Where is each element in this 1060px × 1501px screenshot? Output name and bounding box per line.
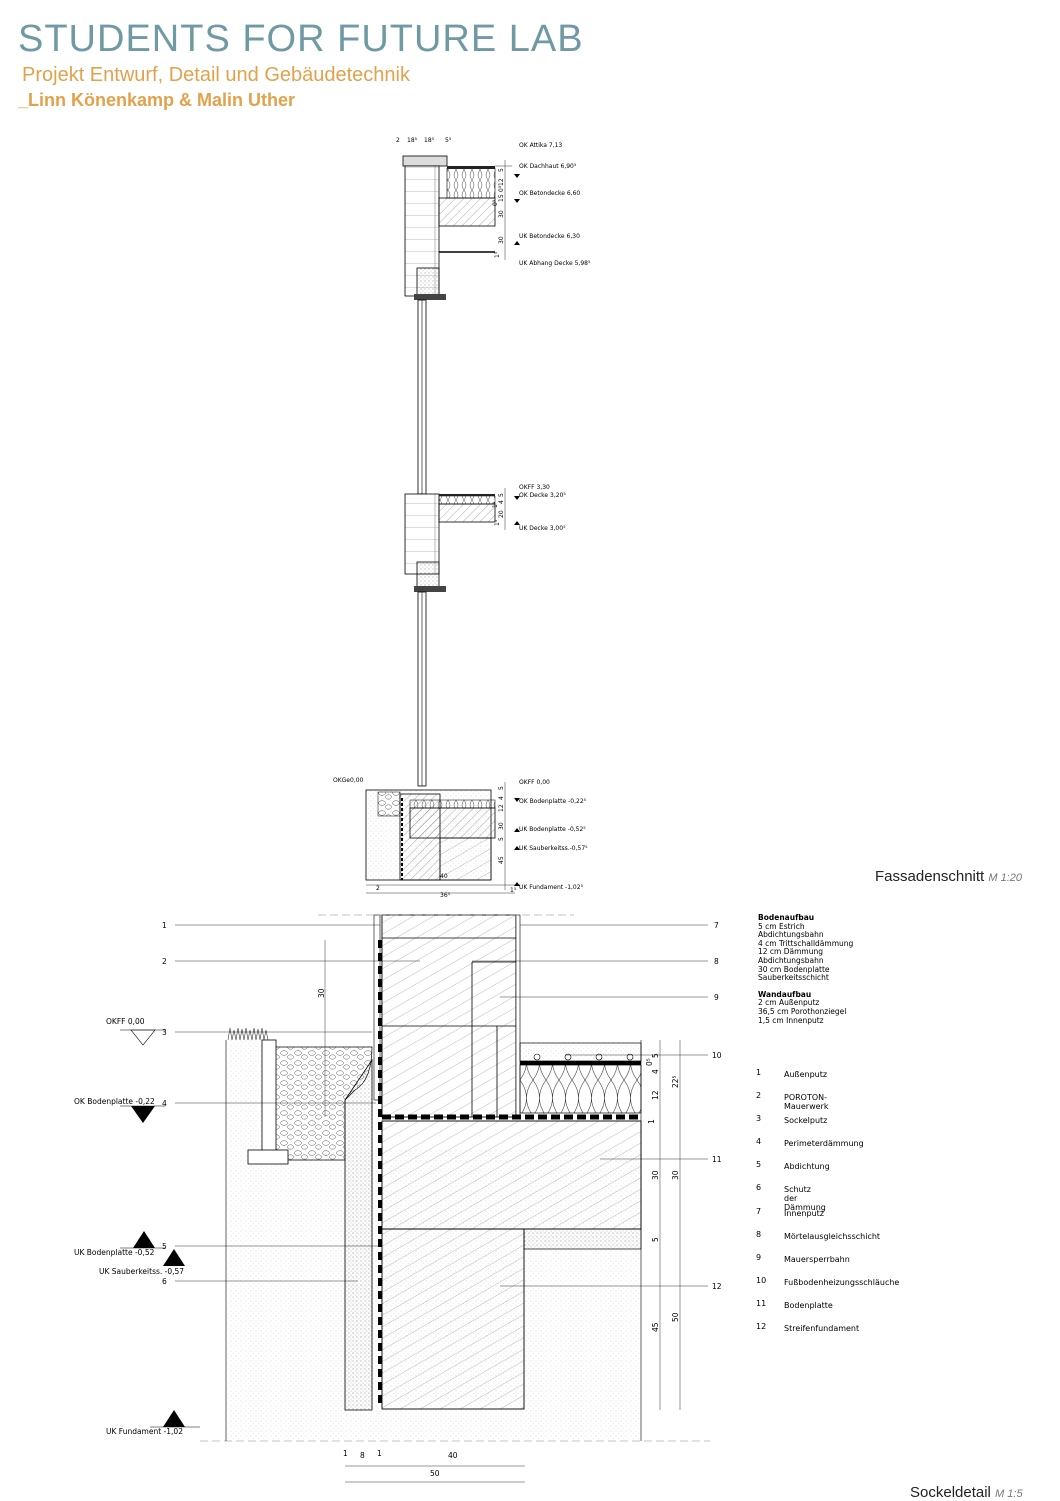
bottom-dim-1b: 1 (377, 1449, 382, 1458)
facade-section (365, 155, 520, 894)
level-uk-abhang-decke: UK Abhang Decke 5,98⁵ (519, 260, 591, 267)
socle-detail (120, 914, 710, 1483)
mid-dim-4: 4 (498, 500, 505, 504)
build-up-notes: Bodenaufbau 5 cm Estrich Abdichtungsbahn… (758, 913, 854, 1025)
dim-225: 22⁵ (671, 1075, 680, 1088)
roof-dim-15: 15 (498, 194, 505, 202)
dim-5-inner: 5 (651, 1237, 660, 1242)
bottom-dim-8: 8 (360, 1451, 365, 1460)
top-dim-3: 18⁵ (424, 137, 435, 144)
page-title: STUDENTS FOR FUTURE LAB (18, 18, 584, 60)
dim-12: 12 (651, 1090, 660, 1100)
level-uk-betondecke: UK Betondecke 6,30 (519, 233, 580, 240)
top-dim-1: 2 (396, 137, 400, 144)
page-subtitle: Projekt Entwurf, Detail und Gebäudetechn… (22, 64, 410, 86)
level-uk-bodenplatte: UK Bodenplatte -0,52⁵ (519, 826, 586, 833)
bodenaufbau-line: 5 cm Estrich (758, 921, 805, 931)
dim-4: 4 (651, 1069, 660, 1074)
authors: _Linn Könenkamp & Malin Uther (18, 90, 296, 110)
bodenaufbau-line: Abdichtungsbahn (758, 955, 824, 965)
mid-dim-5: 5 (498, 493, 505, 497)
dim-30-outer: 30 (671, 1170, 680, 1180)
callout-10: 10 (712, 1051, 722, 1060)
roof-dim-30a: 30 (498, 210, 505, 218)
socle-level-okff: OKFF 0,00 (106, 1017, 145, 1026)
roof-dim-30b: 30 (498, 236, 505, 244)
wandaufbau-line: 2 cm Außenputz (758, 998, 820, 1008)
callout-12: 12 (712, 1282, 722, 1291)
base-v-5: 5 (498, 786, 505, 790)
callout-3: 3 (162, 1028, 167, 1037)
base-v-4: 4 (498, 796, 505, 800)
bottom-dim-1a: 1 (343, 1449, 348, 1458)
wandaufbau-line: 1,5 cm Innenputz (758, 1015, 824, 1025)
level-uk-sauberkeitss: UK Sauberkeitss.-0,57⁵ (519, 845, 588, 852)
base-v-12: 12 (498, 804, 505, 812)
base-dim-15: 1⁵ (510, 887, 517, 894)
socle-level-uk-bodenplatte: UK Bodenplatte -0,52 (74, 1248, 155, 1257)
base-dim-365: 36⁵ (440, 892, 451, 899)
mid-dim-15a: 1⁵ (492, 501, 499, 508)
callout-4: 4 (162, 1099, 167, 1108)
roof-dim-12: 12 (498, 178, 505, 186)
callout-1: 1 (162, 921, 167, 930)
socle-caption: Sockeldetail M 1:5 (910, 1484, 1023, 1501)
level-ok-attika: OK Attika 7,13 (519, 142, 562, 149)
level-ok-dachhaut: OK Dachhaut 6,90⁵ (519, 163, 577, 170)
callout-7: 7 (714, 921, 719, 930)
roof-dim-05b: 0⁵ (492, 199, 499, 206)
base-dim-40: 40 (440, 873, 448, 880)
dim-30-inner: 30 (651, 1170, 660, 1180)
level-okff-330: OKFF 3,30 (519, 484, 550, 491)
bodenaufbau-line: 30 cm Bodenplatte (758, 964, 830, 974)
socle-level-uk-sauberkeitss: UK Sauberkeitss. -0,57 (99, 1267, 184, 1276)
dim-1: 1 (647, 1119, 656, 1124)
base-v-5b: 5 (498, 837, 505, 841)
level-ok-decke: OK Decke 3,20⁵ (519, 492, 566, 499)
top-dim-4: 5⁵ (445, 137, 452, 144)
level-ok-bodenplatte: OK Bodenplatte -0,22⁵ (519, 798, 587, 805)
wandaufbau-title: Wandaufbau (758, 989, 812, 999)
base-v-30: 30 (498, 822, 505, 830)
dim-50: 50 (671, 1312, 680, 1322)
callout-11: 11 (712, 1155, 722, 1164)
callout-5: 5 (162, 1242, 167, 1251)
bodenaufbau-line: 12 cm Dämmung (758, 947, 823, 957)
mid-dim-15b: 1⁵ (494, 519, 501, 526)
callout-8: 8 (714, 957, 719, 966)
roof-dim-05a: 0⁵ (498, 185, 505, 192)
level-ok-betondecke: OK Betondecke 6,60 (519, 190, 580, 197)
level-uk-decke: UK Decke 3,00⁵ (519, 525, 566, 532)
base-v-45: 45 (498, 856, 505, 864)
roof-dim-5: 5 (498, 168, 505, 172)
base-dim-2: 2 (376, 885, 380, 892)
bodenaufbau-title: Bodenaufbau (758, 913, 815, 922)
wandaufbau-line: 36,5 cm Porothonziegel (758, 1006, 847, 1016)
level-uk-fundament: UK Fundament -1,02⁵ (519, 884, 584, 891)
callout-9: 9 (714, 993, 719, 1002)
dim-45: 45 (651, 1322, 660, 1332)
okge-level: OKGe0,00 (333, 777, 364, 784)
top-dim-2: 18⁵ (407, 137, 418, 144)
dim-05: 0⁵ (645, 1058, 654, 1066)
dim-30-left: 30 (317, 988, 326, 998)
facade-caption: Fassadenschnitt M 1:20 (875, 868, 1023, 885)
bottom-dim-50: 50 (430, 1469, 440, 1478)
bottom-dim-40: 40 (448, 1451, 458, 1460)
dim-5: 5 (651, 1053, 660, 1058)
callout-6: 6 (162, 1277, 167, 1286)
bodenaufbau-line: Sauberkeitsschicht (758, 973, 829, 983)
roof-dim-15b: 1⁵ (494, 251, 501, 258)
mid-dim-20: 20 (498, 510, 505, 518)
socle-level-ok-bodenplatte: OK Bodenplatte -0,22 (74, 1097, 155, 1106)
callout-2: 2 (162, 957, 167, 966)
level-okff-000: OKFF 0,00 (519, 779, 550, 786)
socle-level-uk-fundament: UK Fundament -1,02 (106, 1427, 183, 1436)
bodenaufbau-line: 4 cm Trittschalldämmung (758, 938, 854, 948)
bodenaufbau-line: Abdichtungsbahn (758, 930, 824, 940)
